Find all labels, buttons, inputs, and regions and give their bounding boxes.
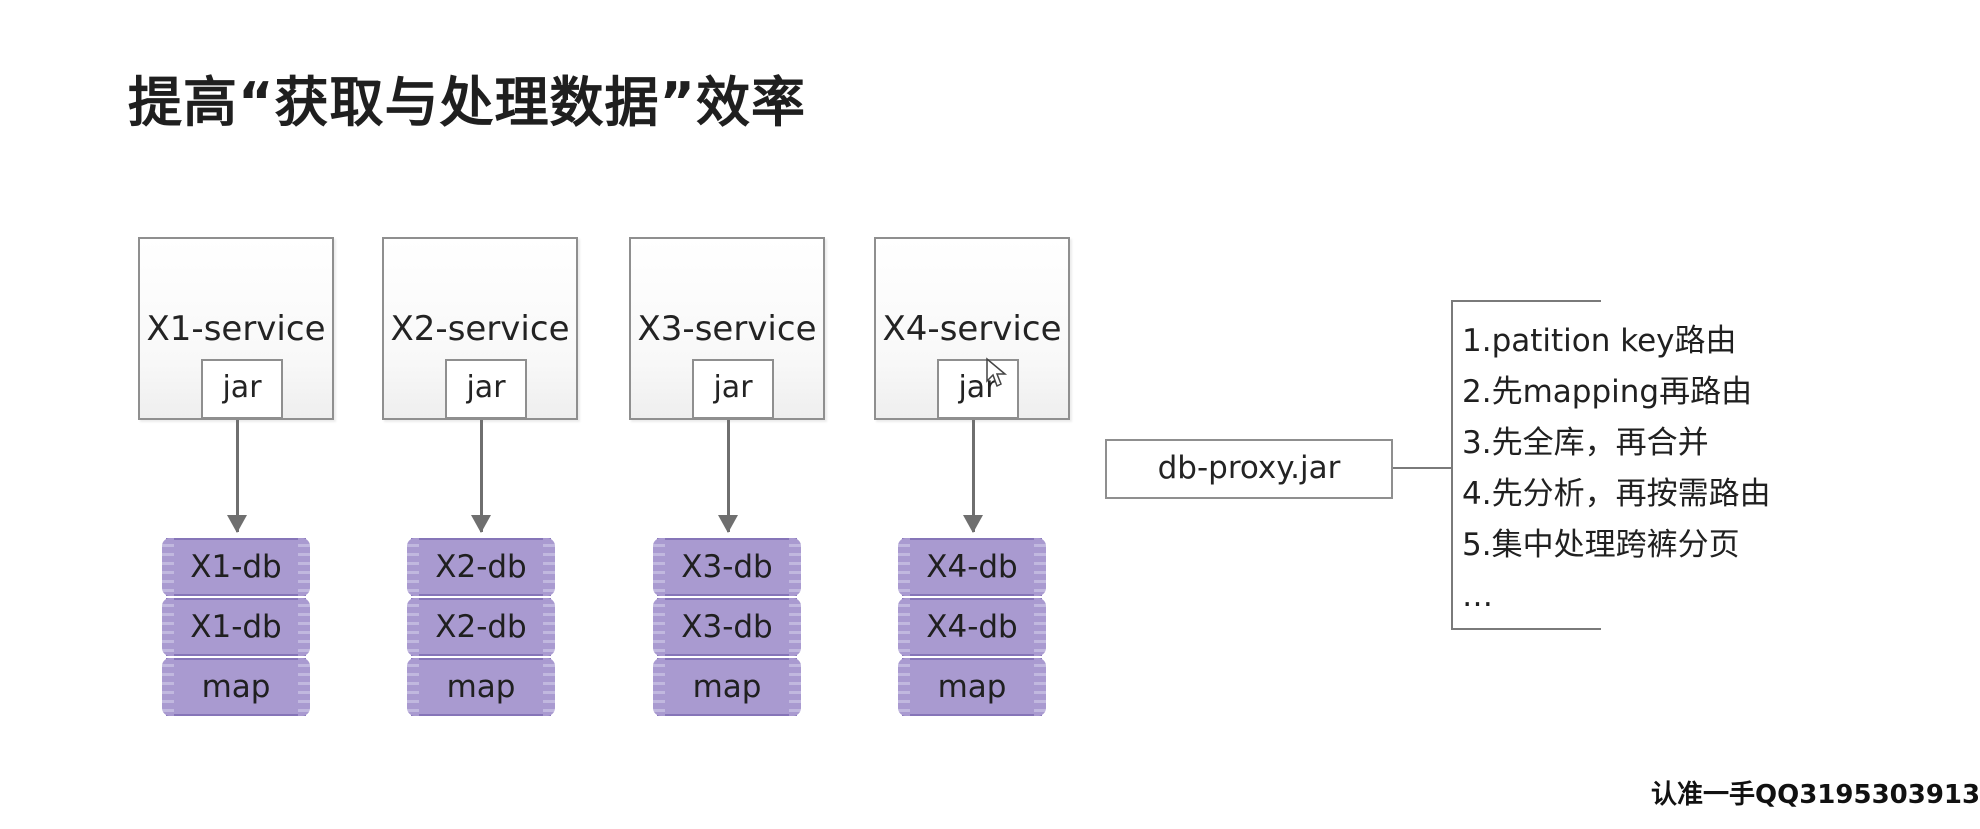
- map-cell: map: [162, 658, 310, 716]
- arrow-x3: [718, 420, 738, 533]
- cursor-icon: [986, 357, 1008, 388]
- proxy-connector-line: [1393, 467, 1451, 469]
- note-item: 3.先全库，再合并: [1462, 425, 1709, 461]
- note-item: 2.先mapping再路由: [1462, 374, 1753, 410]
- db-cell: X3-db: [653, 598, 801, 656]
- jar-box: jar: [201, 359, 283, 419]
- arrow-x4: [963, 420, 983, 533]
- service-box-x4: X4-service jar: [874, 237, 1070, 420]
- db-stack-x1: X1-db X1-db map: [162, 538, 310, 718]
- diagram-title: 提高“获取与处理数据”效率: [128, 71, 806, 134]
- arrow-x1: [227, 420, 247, 533]
- jar-box: jar: [937, 359, 1019, 419]
- note-item: 4.先分析，再按需路由: [1462, 476, 1771, 512]
- watermark-text: 认准一手QQ3195303913: [1651, 780, 1980, 810]
- watermark-subtext: [1697, 817, 1937, 829]
- note-item: 1.patition key路由: [1462, 323, 1737, 359]
- service-label: X3-service: [637, 309, 817, 349]
- db-cell: X1-db: [162, 598, 310, 656]
- service-box-x3: X3-service jar: [629, 237, 825, 420]
- db-cell: X2-db: [407, 538, 555, 596]
- map-cell: map: [898, 658, 1046, 716]
- db-stack-x4: X4-db X4-db map: [898, 538, 1046, 718]
- db-cell: X1-db: [162, 538, 310, 596]
- db-stack-x3: X3-db X3-db map: [653, 538, 801, 718]
- note-item: …: [1462, 578, 1493, 614]
- db-cell: X4-db: [898, 598, 1046, 656]
- db-cell: X4-db: [898, 538, 1046, 596]
- service-label: X1-service: [146, 309, 326, 349]
- notes-list: 1.patition key路由 2.先mapping再路由 3.先全库，再合并…: [1462, 316, 1771, 622]
- jar-box: jar: [445, 359, 527, 419]
- db-cell: X3-db: [653, 538, 801, 596]
- notes-bracket: [1451, 300, 1601, 630]
- arrow-x2: [471, 420, 491, 533]
- db-proxy-box: db-proxy.jar: [1105, 439, 1393, 499]
- map-cell: map: [407, 658, 555, 716]
- jar-box: jar: [692, 359, 774, 419]
- db-cell: X2-db: [407, 598, 555, 656]
- service-box-x2: X2-service jar: [382, 237, 578, 420]
- note-item: 5.集中处理跨裤分页: [1462, 527, 1740, 563]
- map-cell: map: [653, 658, 801, 716]
- service-label: X4-service: [882, 309, 1062, 349]
- service-label: X2-service: [390, 309, 570, 349]
- service-box-x1: X1-service jar: [138, 237, 334, 420]
- db-stack-x2: X2-db X2-db map: [407, 538, 555, 718]
